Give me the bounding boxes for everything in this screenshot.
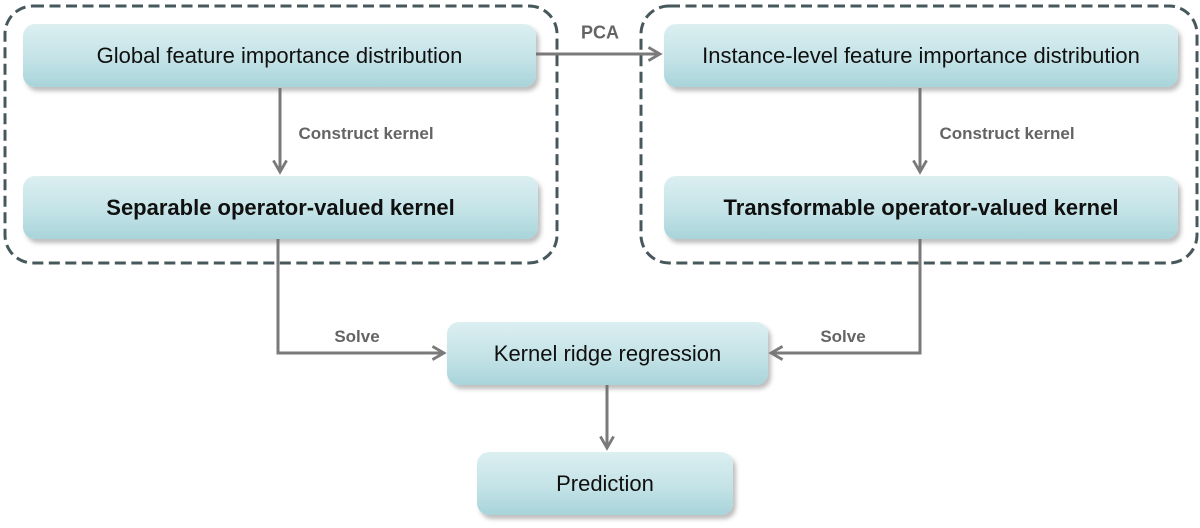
edge-label-solve-right: Solve <box>820 327 866 346</box>
node-instance-level-feature-importance-distribution: Instance-level feature importance distri… <box>664 24 1178 87</box>
node-label: Separable operator-valued kernel <box>106 194 455 220</box>
node-label: Transformable operator-valued kernel <box>723 194 1119 220</box>
node-label: Instance-level feature importance distri… <box>702 42 1140 68</box>
edge-label-construct-kernel-left: Construct kernel <box>298 124 434 143</box>
node-separable-operator-valued-kernel: Separable operator-valued kernel <box>23 176 538 239</box>
node-transformable-operator-valued-kernel: Transformable operator-valued kernel <box>664 176 1178 239</box>
edge-label-construct-kernel-right: Construct kernel <box>939 124 1075 143</box>
edge-label-solve-left: Solve <box>334 327 380 346</box>
edge-label-pca: PCA <box>580 22 620 43</box>
node-label: Kernel ridge regression <box>493 340 722 366</box>
node-kernel-ridge-regression: Kernel ridge regression <box>447 322 768 385</box>
node-prediction: Prediction <box>477 452 733 515</box>
node-label: Prediction <box>556 470 654 496</box>
node-global-feature-importance-distribution: Global feature importance distribution <box>23 24 536 87</box>
node-label: Global feature importance distribution <box>96 42 463 68</box>
